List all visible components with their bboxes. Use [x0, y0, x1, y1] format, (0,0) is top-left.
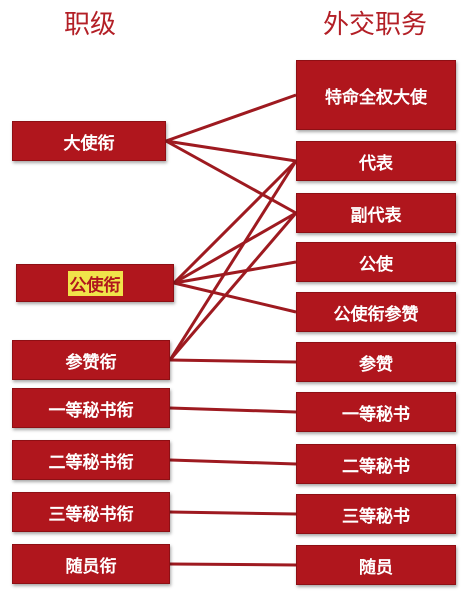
connector-line: [169, 562, 297, 567]
position-box-label: 一等秘书: [342, 404, 410, 425]
position-box-label: 特命全权大使: [325, 87, 427, 108]
rank-box-label: 二等秘书衔: [48, 452, 134, 473]
position-box: 公使衔参赞: [296, 292, 456, 332]
connector-line: [169, 510, 297, 516]
position-box: 公使: [296, 242, 456, 282]
rank-box: 三等秘书衔: [12, 492, 170, 532]
connector-line: [168, 160, 298, 361]
position-box-label: 公使: [359, 254, 393, 275]
rank-box-label: 参赞衔: [65, 352, 117, 373]
connector-line: [173, 211, 297, 285]
connector-line: [169, 406, 297, 414]
connector-line: [173, 260, 297, 285]
rank-box-label: 一等秘书衔: [48, 400, 134, 421]
rank-box: 随员衔: [12, 544, 170, 584]
connector-line: [173, 281, 297, 314]
connector-line: [165, 93, 297, 143]
connector-line: [169, 358, 297, 364]
position-box-label: 代表: [359, 153, 393, 174]
connector-line: [172, 159, 298, 285]
position-column-title: 外交职务: [322, 10, 427, 40]
rank-box: 二等秘书衔: [12, 440, 170, 480]
position-box-label: 副代表: [350, 205, 402, 226]
rank-box-label: 随员衔: [65, 556, 117, 577]
position-box: 代表: [296, 141, 456, 181]
connector-line: [169, 458, 297, 466]
rank-box: 公使衔: [16, 264, 174, 302]
position-box-label: 公使衔参赞: [333, 304, 419, 325]
position-box: 副代表: [296, 193, 456, 233]
position-box-label: 三等秘书: [342, 506, 410, 527]
rank-box-label: 大使衔: [63, 133, 115, 154]
rank-box: 参赞衔: [12, 340, 170, 380]
position-box: 随员: [296, 545, 456, 585]
connector-line: [168, 212, 298, 361]
position-box: 二等秘书: [296, 444, 456, 484]
rank-box: 大使衔: [12, 121, 166, 161]
rank-column-title: 职级: [63, 10, 116, 40]
connector-line: [165, 139, 297, 163]
position-box-label: 参赞: [359, 354, 393, 375]
position-box: 一等秘书: [296, 392, 456, 432]
position-box: 特命全权大使: [296, 60, 456, 130]
position-box: 三等秘书: [296, 494, 456, 534]
position-box-label: 二等秘书: [342, 456, 410, 477]
position-box: 参赞: [296, 342, 456, 382]
rank-box-label: 三等秘书衔: [48, 504, 134, 525]
rank-box-label: 公使衔: [67, 270, 123, 296]
connector-line: [165, 139, 297, 215]
rank-box: 一等秘书衔: [12, 388, 170, 428]
position-box-label: 随员: [359, 557, 393, 578]
